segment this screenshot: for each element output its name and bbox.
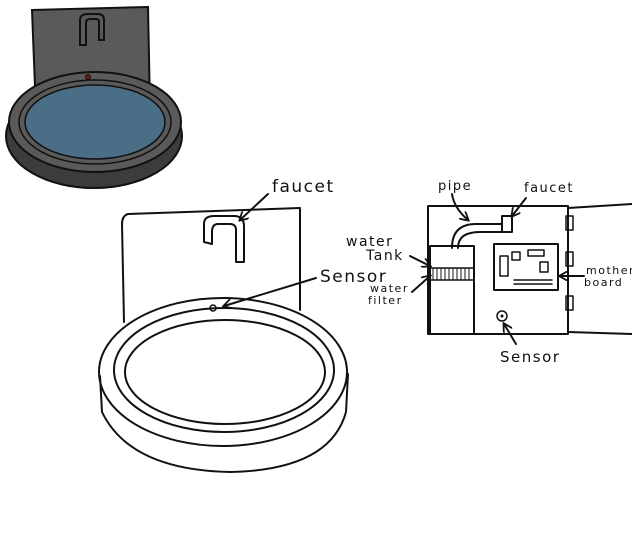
motherboard-label-line2: board [584, 276, 623, 289]
motherboard-chip-a [499, 255, 509, 277]
box-sensor-label: Sensor [500, 348, 560, 366]
colored-sink-illustration [5, 5, 183, 189]
water-filter-mesh [432, 267, 470, 281]
pipe-label: pipe [438, 179, 472, 194]
motherboard-chip-c [527, 249, 545, 257]
colored-sensor-dot [85, 74, 91, 80]
motherboard-traces [513, 279, 553, 285]
outline-sensor-dot [209, 304, 217, 312]
outline-sink-annotations: faucet Sensor [224, 177, 387, 306]
water-filter-arrow [411, 276, 430, 293]
sensor-main-arrow [224, 277, 317, 306]
outline-basin-bowl [124, 319, 326, 425]
water-tank [429, 245, 475, 335]
door-hinge-top [565, 215, 574, 231]
outline-faucet-icon [203, 215, 245, 263]
motherboard-chip-b [511, 251, 521, 261]
cabinet-outline [427, 205, 569, 335]
colored-faucet-icon [79, 13, 105, 46]
internal-components-diagram [427, 203, 632, 335]
outline-basin-outer [98, 297, 348, 447]
outline-basin-inner-rim [113, 307, 335, 433]
motherboard-chip-d [539, 261, 549, 273]
box-sensor-inner [500, 314, 504, 318]
water-filter-label-line2: filter [368, 294, 403, 307]
faucet-box-label: faucet [524, 181, 574, 196]
pipe-arrow [451, 193, 468, 220]
faucet-main-label: faucet [272, 177, 335, 197]
outline-basin-skirt [99, 373, 349, 473]
water-filter-label-line1: water [370, 282, 409, 295]
box-sensor-arrow [504, 324, 517, 345]
colored-basin-water [24, 84, 166, 160]
door-hinge-bottom [565, 295, 574, 311]
colored-basin-inner-rim [18, 79, 172, 165]
sensor-main-label: Sensor [320, 267, 387, 287]
faucet-main-arrow [240, 193, 269, 220]
water-tank-label-line1: water [346, 234, 393, 250]
water-pipe [451, 223, 503, 249]
water-tank-arrow [409, 255, 430, 266]
box-sensor-outer [496, 310, 508, 322]
water-tank-label-line2: Tank [365, 248, 404, 264]
motherboard [493, 243, 559, 291]
faucet-connector [501, 215, 513, 233]
outline-backsplash [121, 207, 301, 323]
outline-sink-illustration [98, 207, 349, 473]
cabinet-door [567, 203, 632, 335]
door-hinge-middle [565, 251, 574, 267]
internal-diagram-annotations: pipe faucet water Tank water filter moth… [346, 179, 632, 366]
water-filter [429, 267, 475, 281]
faucet-box-arrow [512, 197, 527, 216]
motherboard-label-line1: mother [586, 264, 632, 277]
